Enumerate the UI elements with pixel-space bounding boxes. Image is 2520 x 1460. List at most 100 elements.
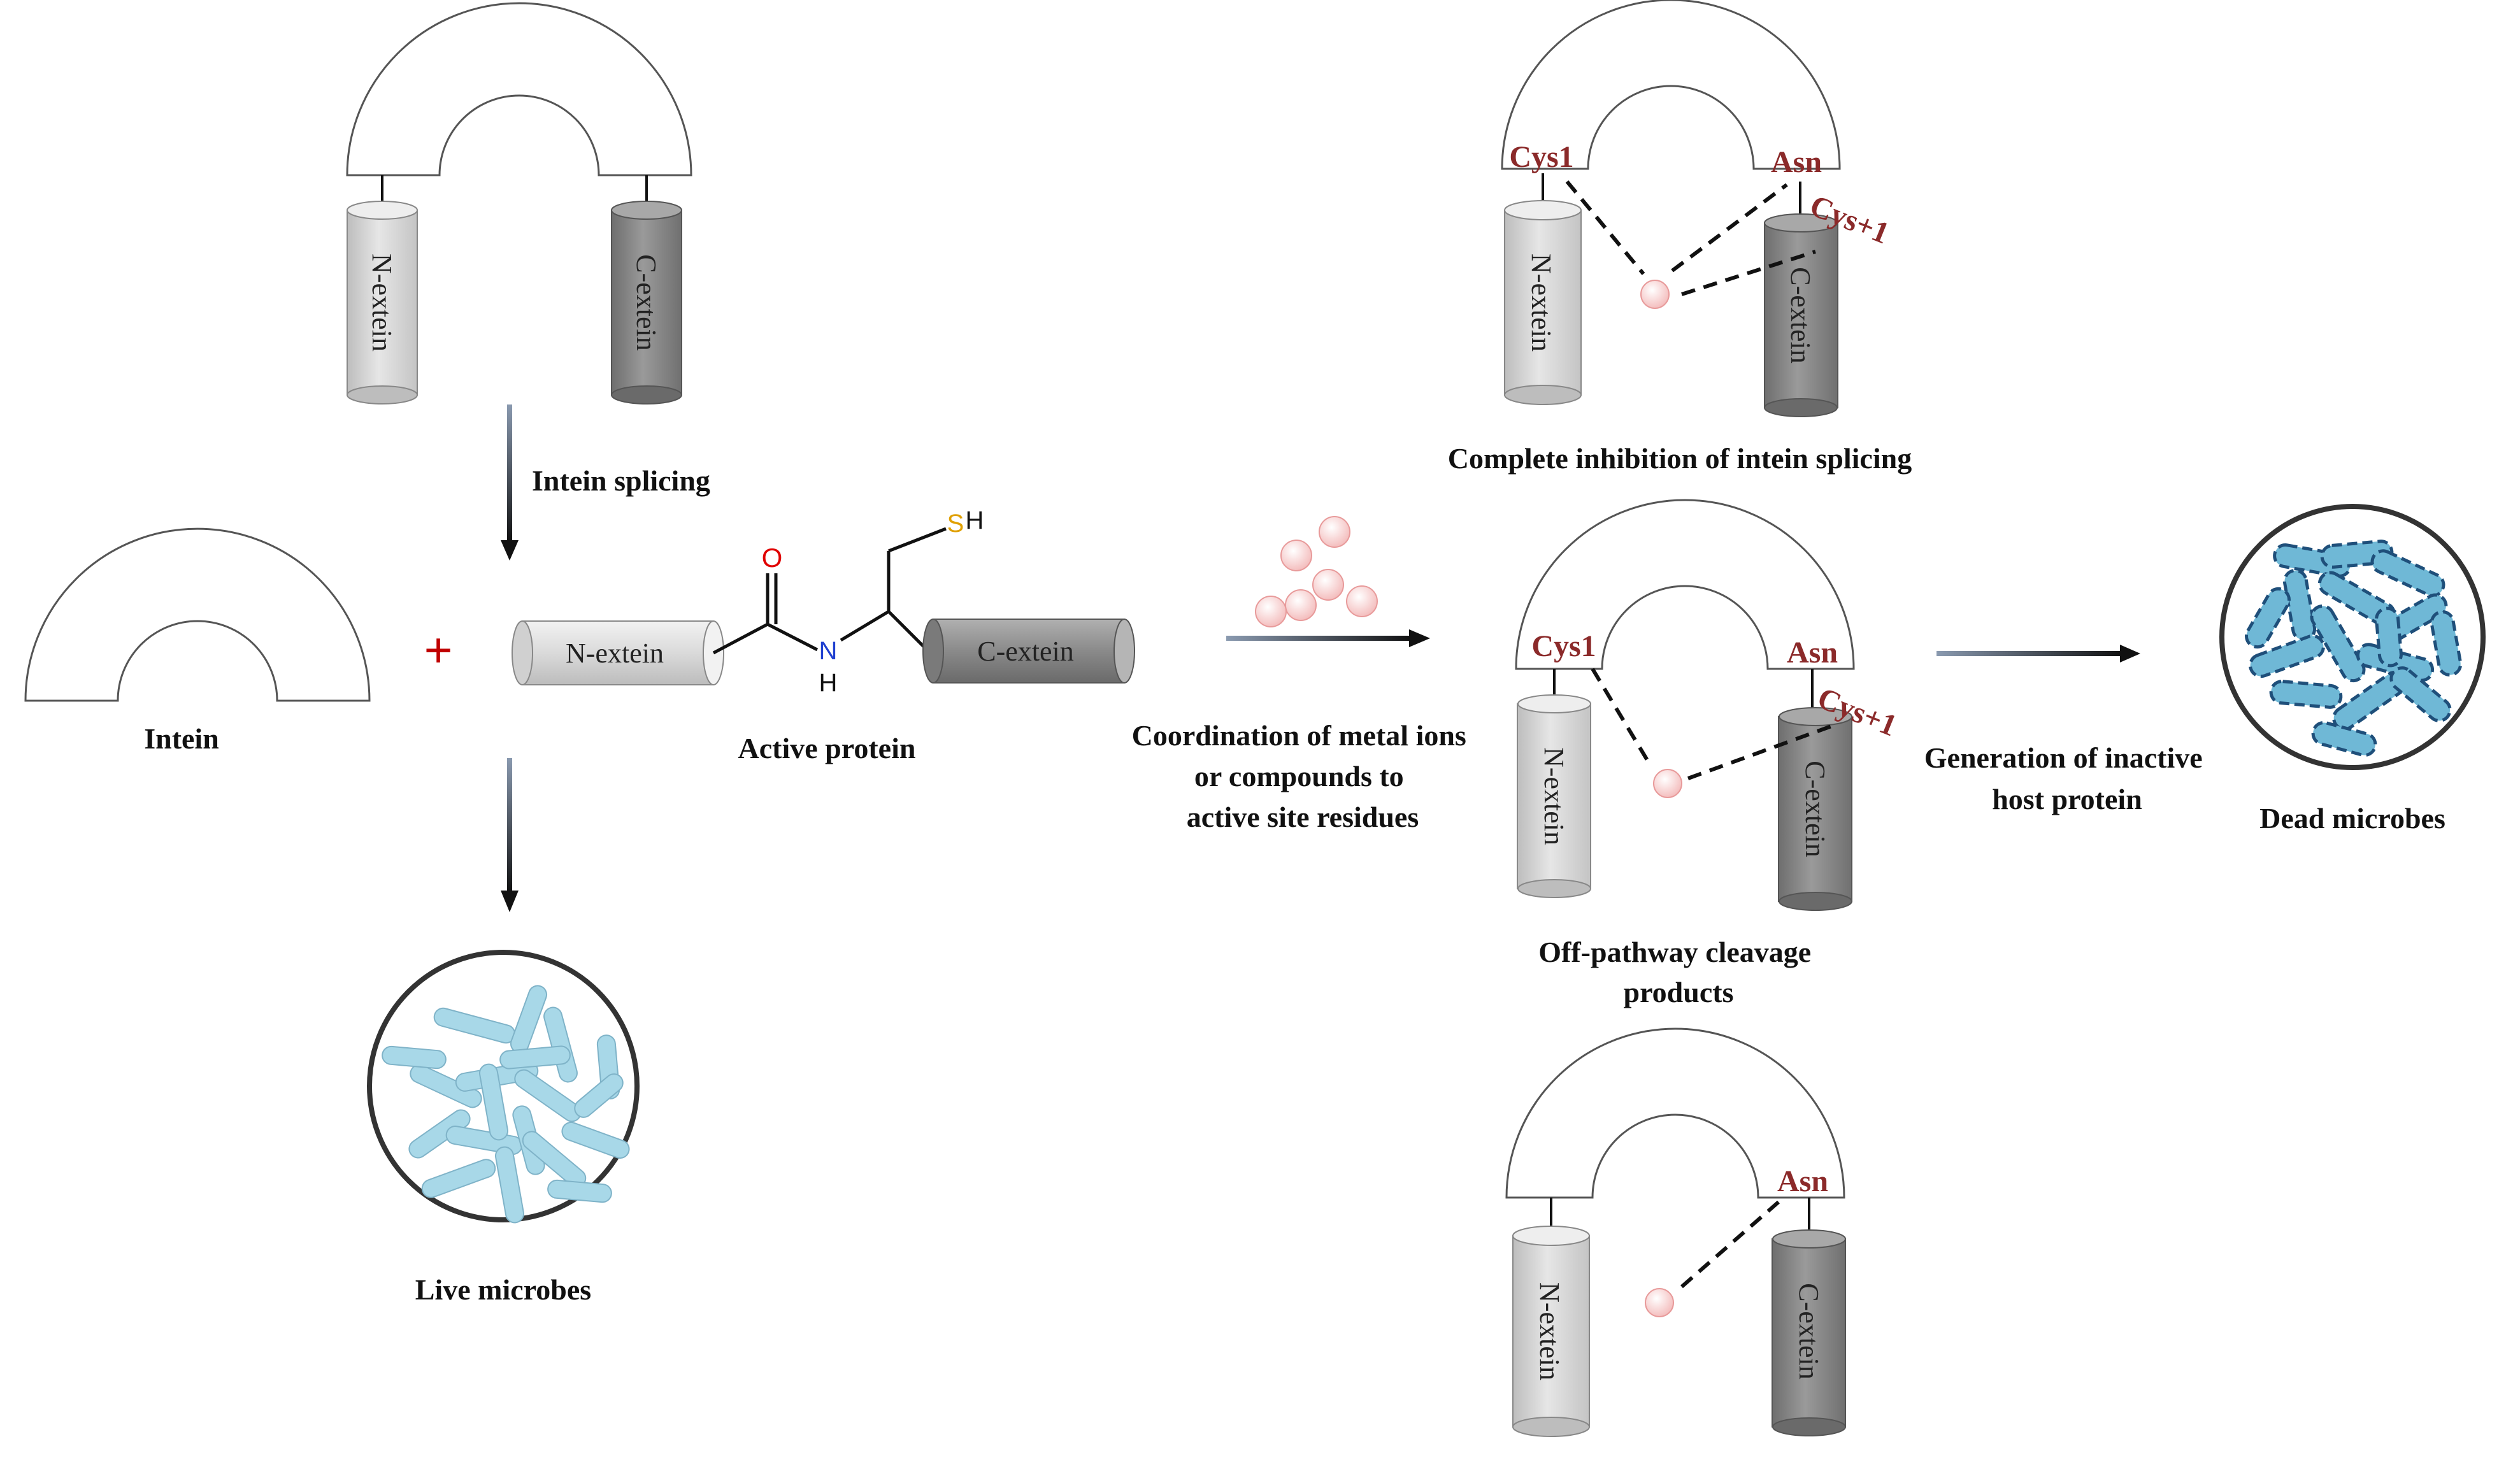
- metal-ion: [1285, 589, 1317, 621]
- microbe-rod: [499, 1045, 571, 1070]
- coordination-line-1: Coordination of metal ions: [1132, 719, 1466, 752]
- metal-ion-cluster: [1255, 516, 1378, 627]
- metal-ion: [1319, 516, 1350, 548]
- c-extein-label: C-extein: [1800, 761, 1831, 857]
- asn-inhibition-panel: Asn N-extein C-extein: [1505, 1027, 1846, 1437]
- microbe-rod: [421, 1159, 496, 1198]
- microbe-rod: [495, 1146, 524, 1224]
- c-extein-cylinder: C-extein: [611, 201, 682, 404]
- nitrogen-atom: N: [819, 637, 838, 665]
- oxygen-atom: O: [762, 543, 783, 573]
- asn-residue: Asn: [1787, 636, 1838, 669]
- n-extein-cylinder: N-extein: [347, 201, 418, 404]
- complete-inhibition-panel: Cys1 Asn N-extein C-extein Cys+1: [1501, 0, 1894, 417]
- live-arrow: [501, 758, 519, 912]
- n-extein-cylinder: N-extein: [1504, 200, 1582, 405]
- precursor-protein: N-extein C-extein: [346, 2, 692, 404]
- generation-line-1: Generation of inactive: [1924, 741, 2203, 774]
- off-pathway-panel: Cys1 Asn N-extein C-extein Cys+1: [1515, 499, 1901, 911]
- intein-label: Intein: [144, 722, 219, 755]
- generation-line-2: host protein: [1992, 783, 2142, 815]
- microbe-rod: [2249, 634, 2325, 678]
- n-extein-label: N-extein: [1538, 747, 1570, 845]
- coordination-bond: [1565, 180, 1645, 275]
- dead-microbe-rods: [2245, 540, 2463, 757]
- coordination-line-3: active site residues: [1187, 801, 1419, 833]
- live-microbes-circle: [367, 950, 640, 1224]
- c-extein-cylinder: C-extein: [1778, 707, 1852, 911]
- metal-ion: [1346, 585, 1378, 617]
- inactivation-arrow: [1937, 645, 2140, 662]
- coordination-bond: [1591, 668, 1652, 766]
- n-extein-cylinder: N-extein: [1517, 694, 1591, 898]
- metal-ion: [1255, 596, 1287, 627]
- coordination-bond: [1687, 724, 1833, 780]
- metal-ion: [1312, 569, 1344, 601]
- microbe-rod: [382, 1045, 447, 1070]
- cys1-residue: Cys1: [1509, 140, 1573, 174]
- metal-ion: [1280, 540, 1312, 571]
- off-pathway-label: Off-pathway cleavage products: [1538, 936, 1818, 1008]
- coordination-arrow: [1226, 629, 1430, 647]
- microbe-rod: [2375, 606, 2403, 668]
- c-extein-label: C-extein: [1793, 1283, 1824, 1380]
- c-extein-cylinder: C-extein: [1764, 213, 1838, 417]
- dead-microbes-circle: [2219, 504, 2486, 770]
- n-extein-label: N-extein: [1534, 1282, 1565, 1380]
- n-extein-label: N-extein: [366, 254, 397, 352]
- plus-sign: +: [424, 623, 453, 679]
- microbe-rod: [2311, 720, 2377, 757]
- free-intein-arc: [24, 527, 371, 702]
- live-microbes-label: Live microbes: [415, 1273, 591, 1306]
- coordination-bond: [1680, 1196, 1785, 1289]
- microbe-rod: [514, 1069, 582, 1122]
- intein-arc: [346, 2, 692, 176]
- sulfur-atom: S: [947, 510, 964, 538]
- c-extein-label: C-extein: [631, 254, 662, 351]
- n-extein-label: N-extein: [1526, 254, 1557, 352]
- intein-arc: [1515, 499, 1855, 670]
- microbe-rod: [410, 1064, 482, 1108]
- intein-arc: [1505, 1027, 1845, 1199]
- microbe-rod: [561, 1121, 630, 1159]
- n-extein-cylinder: N-extein: [1512, 1226, 1590, 1437]
- off-pathway-line-1: Off-pathway cleavage: [1538, 936, 1811, 968]
- microbe-rod: [2389, 666, 2452, 722]
- coordination-bond: [1681, 250, 1816, 296]
- c-extein-cylinder: C-extein: [1772, 1229, 1846, 1436]
- complete-inhibition-label: Complete inhibition of intein splicing: [1448, 442, 1912, 475]
- thiol-hydrogen: H: [966, 506, 984, 534]
- generation-label: Generation of inactive host protein: [1924, 741, 2210, 815]
- microbe-rod: [2370, 549, 2445, 598]
- asn-residue: Asn: [1771, 145, 1822, 179]
- microbe-rod: [479, 1063, 508, 1141]
- microbe-rod: [408, 1109, 471, 1159]
- microbe-rod: [574, 1073, 624, 1118]
- intein-splicing-label: Intein splicing: [532, 464, 710, 497]
- microbe-rod: [547, 1179, 612, 1203]
- spliced-n-extein: N-extein: [512, 620, 724, 685]
- splicing-arrow: [501, 404, 519, 561]
- active-protein-label: Active protein: [738, 732, 916, 764]
- intein-arc: [1501, 0, 1841, 170]
- microbe-rod: [2245, 587, 2291, 649]
- microbe-rod: [2269, 680, 2343, 709]
- live-microbe-rods: [382, 985, 630, 1224]
- microbe-rod: [2310, 604, 2366, 683]
- metal-ion: [1645, 1288, 1674, 1317]
- dead-microbes-label: Dead microbes: [2259, 802, 2445, 834]
- n-extein-label: N-extein: [566, 638, 664, 669]
- coordination-bond: [1671, 183, 1788, 273]
- off-pathway-line-2: products: [1624, 976, 1734, 1008]
- metal-ion: [1640, 280, 1670, 309]
- coordination-label: Coordination of metal ions or compounds …: [1132, 719, 1474, 833]
- c-extein-label: C-extein: [977, 636, 1074, 667]
- metal-ion: [1653, 769, 1682, 798]
- c-extein-label: C-extein: [1785, 267, 1816, 364]
- microbe-rod: [2273, 543, 2352, 578]
- amide-hydrogen: H: [819, 669, 838, 697]
- asn-residue: Asn: [1777, 1164, 1828, 1198]
- microbe-rod: [2430, 610, 2463, 676]
- cys1-residue: Cys1: [1531, 629, 1596, 663]
